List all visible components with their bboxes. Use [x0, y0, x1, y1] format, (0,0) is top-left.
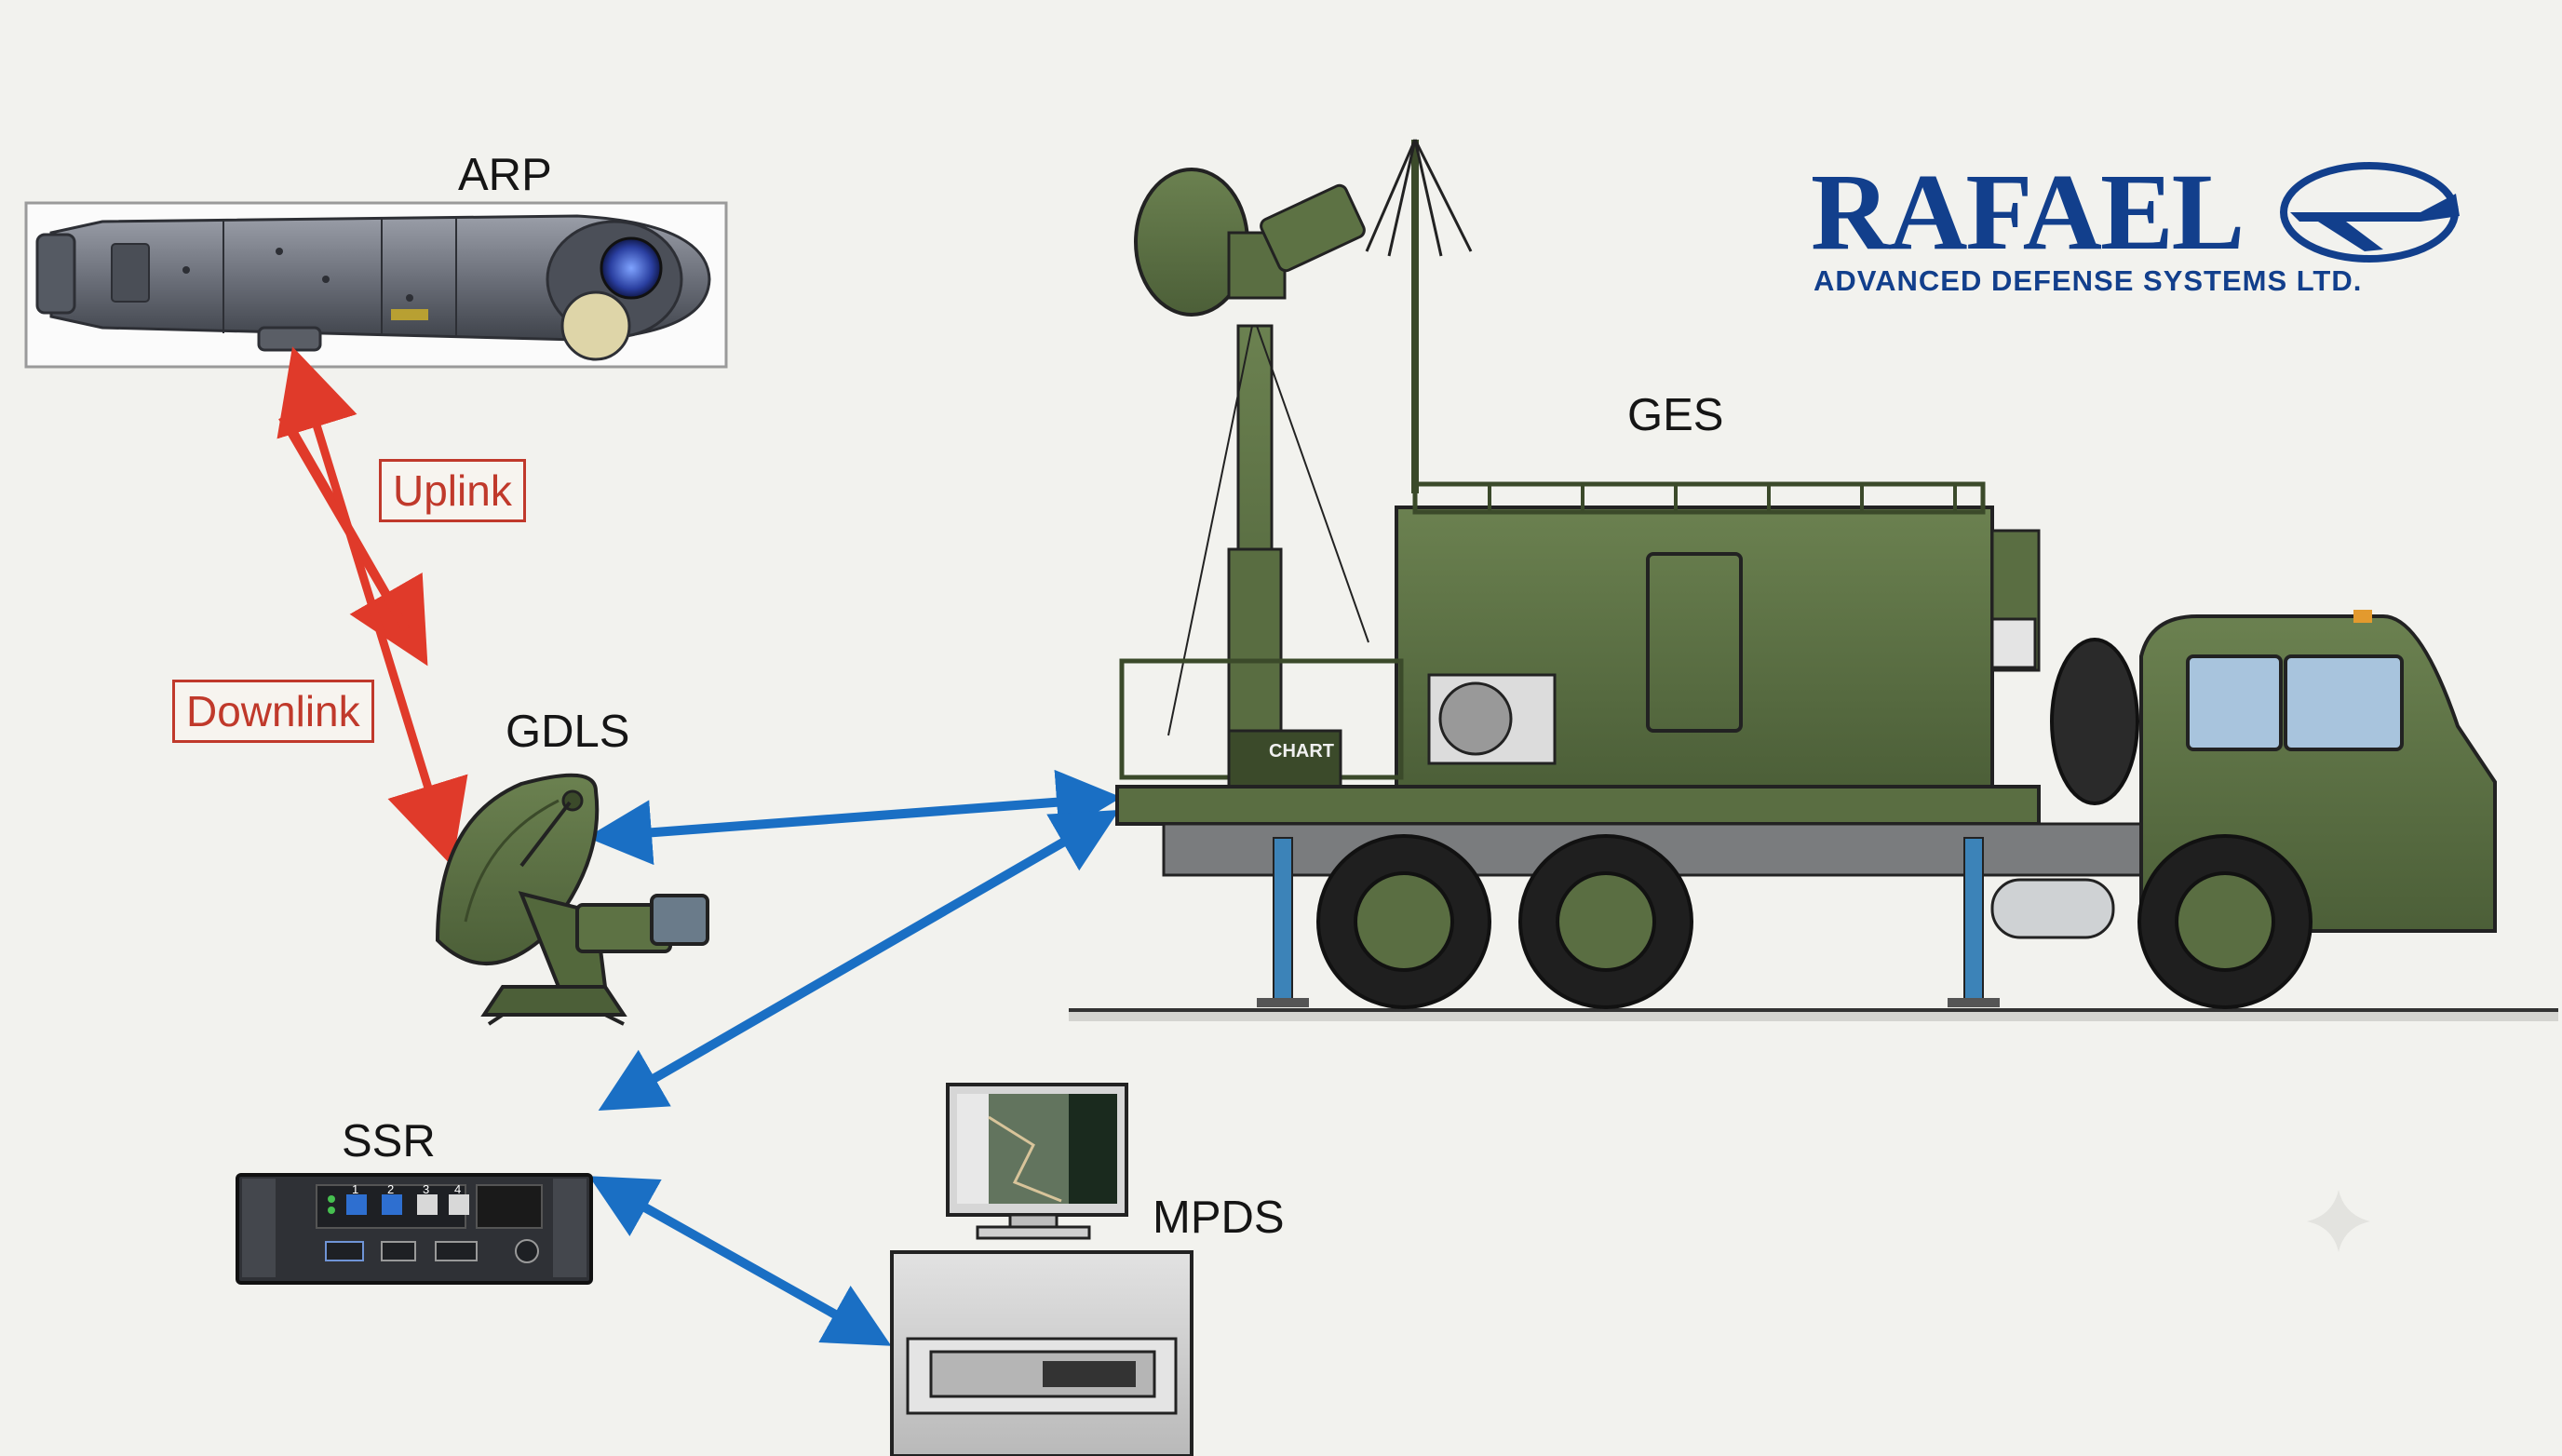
ges-label: GES	[1627, 390, 1724, 440]
ssr-label: SSR	[342, 1116, 436, 1166]
ssr-mpds-link	[588, 1176, 892, 1346]
ges-truck-image	[1069, 139, 2558, 1021]
logo-plane-icon	[2280, 162, 2460, 263]
logo-subtitle: ADVANCED DEFENSE SYSTEMS LTD.	[1814, 264, 2363, 297]
arp-pod-image	[24, 201, 728, 369]
ssr-rack-image	[236, 1173, 593, 1285]
sparkle-icon	[2307, 1190, 2370, 1252]
downlink-label: Downlink	[172, 680, 374, 743]
ssr-button-2[interactable]: 2	[387, 1182, 395, 1196]
ssr-button-1[interactable]: 1	[352, 1182, 359, 1196]
chart-plate-label: CHART	[1269, 741, 1334, 762]
uplink-label: Uplink	[379, 459, 526, 522]
gdls-dish-image	[435, 773, 709, 1026]
ssr-button-3[interactable]: 3	[423, 1182, 430, 1196]
downlink-arrow	[276, 346, 468, 867]
arp-label: ARP	[458, 150, 552, 200]
ssr-button-4[interactable]: 4	[454, 1182, 462, 1196]
gdls-label: GDLS	[506, 707, 630, 757]
gdls-ges-link	[587, 769, 1122, 866]
mpds-label: MPDS	[1153, 1193, 1285, 1243]
mpds-workstation-image	[890, 1083, 1193, 1456]
logo-name: RAFAEL	[1811, 151, 2245, 273]
ssr-ges-link	[598, 810, 1120, 1111]
